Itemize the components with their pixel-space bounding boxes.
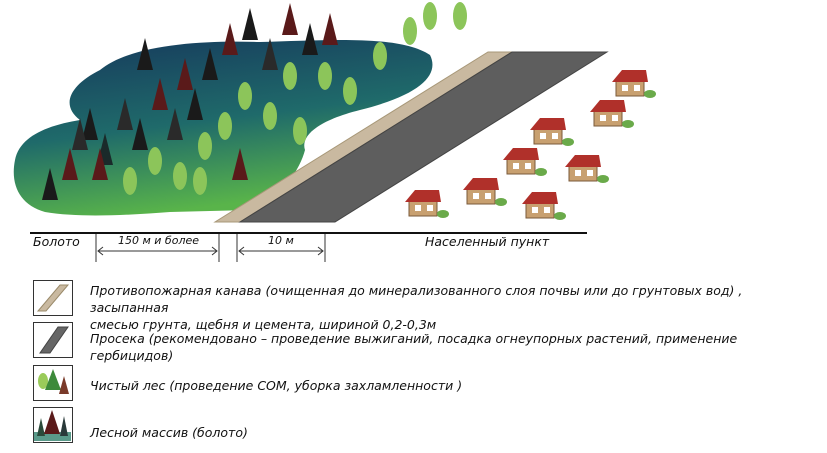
deciduous-tree (343, 77, 357, 105)
deciduous-tree (218, 112, 232, 140)
legend-text: смесью грунта, щебня и цемента, шириной … (90, 317, 437, 332)
conifer-tree (202, 48, 218, 80)
deciduous-tree (373, 42, 387, 70)
clean-forest-icon (33, 365, 73, 401)
swamp-label: Болото (33, 234, 80, 249)
conifer-tree (322, 13, 338, 45)
legend-text: Чистый лес (проведение СОМ, уборка захла… (90, 378, 463, 393)
deciduous-tree (403, 17, 417, 45)
deciduous-tree (173, 162, 187, 190)
firebreak-ditch-icon (33, 280, 73, 316)
deciduous-tree (123, 167, 137, 195)
conifer-tree (137, 38, 153, 70)
legend-item-forest-massif: Лесной массив (болото) (90, 424, 820, 441)
road-clearing (238, 51, 609, 223)
conifer-tree (187, 88, 203, 120)
legend-item-clearing: Просека (рекомендовано – проведение выжи… (90, 330, 820, 364)
house (522, 192, 566, 220)
conifer-tree (132, 118, 148, 150)
deciduous-tree (423, 2, 437, 30)
conifer-tree (177, 58, 193, 90)
deciduous-tree (193, 167, 207, 195)
clearing-strip-icon (33, 322, 73, 358)
house (612, 70, 656, 98)
conifer-tree (242, 8, 258, 40)
legend-item-clean-forest: Чистый лес (проведение СОМ, уборка захла… (90, 377, 820, 394)
conifer-tree (167, 108, 183, 140)
house (405, 190, 449, 218)
deciduous-tree (453, 2, 467, 30)
legend-text: Противопожарная канава (очищенная до мин… (90, 283, 743, 315)
conifer-tree (222, 23, 238, 55)
deciduous-tree (318, 62, 332, 90)
conifer-tree (282, 3, 298, 35)
deciduous-tree (263, 102, 277, 130)
conifer-tree (232, 148, 248, 180)
legend-item-firebreak: Противопожарная канава (очищенная до мин… (90, 282, 820, 333)
forest-massif-icon (33, 407, 73, 443)
house (530, 118, 574, 146)
conifer-tree (72, 118, 88, 150)
conifer-tree (302, 23, 318, 55)
deciduous-tree (238, 82, 252, 110)
deciduous-tree (198, 132, 212, 160)
legend-text: Лесной массив (болото) (90, 425, 248, 440)
distance-10m-label: 10 м (268, 234, 294, 247)
house (565, 155, 609, 183)
deciduous-tree (293, 117, 307, 145)
distance-150m-label: 150 м и более (118, 234, 200, 247)
house (503, 148, 547, 176)
conifer-tree (92, 148, 108, 180)
house (463, 178, 507, 206)
conifer-tree (42, 168, 58, 200)
conifer-tree (82, 108, 98, 140)
deciduous-tree (148, 147, 162, 175)
settlement-label: Населенный пункт (425, 234, 550, 249)
house (590, 100, 634, 128)
deciduous-tree (283, 62, 297, 90)
conifer-tree (152, 78, 168, 110)
dimension-markers (95, 234, 326, 262)
conifer-tree (262, 38, 278, 70)
conifer-tree (62, 148, 78, 180)
conifer-tree (117, 98, 133, 130)
legend-text: Просека (рекомендовано – проведение выжи… (90, 331, 738, 363)
